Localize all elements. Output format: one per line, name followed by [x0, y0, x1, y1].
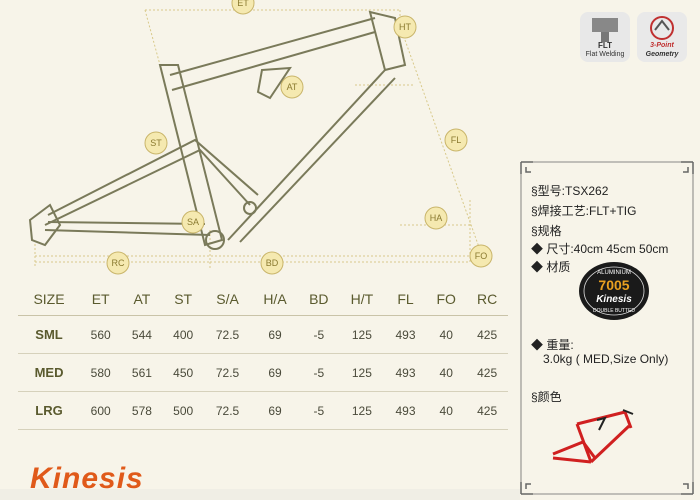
flt-badge-sub: Flat Welding	[585, 51, 625, 58]
table-cell: 500	[162, 391, 204, 430]
table-cell: SML	[18, 315, 81, 354]
table-cell: 125	[338, 353, 385, 392]
label-at: AT	[287, 82, 298, 92]
spec-model: §型号:TSX262	[531, 184, 609, 198]
table-cell: 425	[466, 353, 508, 392]
spec-weld: §焊接工艺:FLT+TIG	[531, 204, 637, 218]
table-cell: MED	[18, 353, 81, 392]
seal-brand: Kinesis	[596, 294, 632, 305]
table-header: ET	[80, 283, 122, 316]
label-rc: RC	[112, 258, 125, 268]
table-cell: 72.5	[203, 315, 252, 354]
label-ha: HA	[430, 213, 443, 223]
table-cell: 125	[338, 391, 385, 430]
table-cell: 40	[426, 353, 467, 392]
table-cell: 600	[80, 391, 122, 430]
table-cell: 561	[121, 353, 163, 392]
seal-number: 7005	[598, 277, 629, 293]
table-cell: 493	[384, 391, 427, 430]
flt-badge-title: FLT	[597, 41, 613, 50]
label-fl: FL	[451, 135, 462, 145]
table-cell: 425	[466, 315, 508, 354]
seal-top-text: ALUMINIUM	[597, 270, 631, 276]
geometry-badge-sub1: 3-Point	[650, 42, 674, 49]
table-cell: 493	[384, 315, 427, 354]
table-cell: -5	[298, 315, 339, 354]
table-row: MED 580 561 450 72.5 69 -5 125 493 40 42…	[18, 353, 508, 392]
label-bd: BD	[266, 258, 279, 268]
table-header: RC	[466, 283, 508, 316]
table-cell: 560	[80, 315, 122, 354]
table-cell: 125	[338, 315, 385, 354]
aluminium-7005-seal: ALUMINIUM 7005 Kinesis DOUBLE BUTTED	[579, 262, 649, 320]
table-row: SML 560 544 400 72.5 69 -5 125 493 40 42…	[18, 315, 508, 354]
geometry-table: SIZE ET AT ST S/A H/A BD H/T FL FO RC SM…	[18, 283, 508, 430]
table-cell: 493	[384, 353, 427, 392]
table-header-row: SIZE ET AT ST S/A H/A BD H/T FL FO RC	[18, 283, 508, 316]
table-cell: -5	[298, 391, 339, 430]
table-header: FO	[426, 283, 467, 316]
spec-sizes: ◆ 尺寸:40cm 45cm 50cm	[531, 242, 669, 256]
table-cell: 400	[162, 315, 204, 354]
table-cell: 578	[121, 391, 163, 430]
label-sa: SA	[187, 217, 199, 227]
table-header: H/A	[251, 283, 299, 316]
seal-bottom-text: DOUBLE BUTTED	[593, 308, 635, 314]
spec-material: ◆ 材质	[531, 260, 571, 274]
table-cell: 72.5	[203, 353, 252, 392]
table-header: ST	[162, 283, 204, 316]
table-header: FL	[384, 283, 427, 316]
flt-weld-icon	[592, 18, 618, 42]
table-cell: 425	[466, 391, 508, 430]
table-header: H/T	[338, 283, 385, 316]
table-cell: 580	[80, 353, 122, 392]
table-cell: 69	[251, 315, 299, 354]
table-cell: -5	[298, 353, 339, 392]
table-cell: 544	[121, 315, 163, 354]
table-cell: 40	[426, 391, 467, 430]
table-header: SIZE	[18, 283, 81, 316]
spec-weight-value: 3.0kg ( MED,Size Only)	[543, 352, 669, 366]
table-cell: 450	[162, 353, 204, 392]
spec-weight-label: ◆ 重量:	[531, 338, 574, 352]
spec-color: §颜色	[531, 390, 562, 404]
table-cell: 72.5	[203, 391, 252, 430]
table-header: AT	[121, 283, 163, 316]
label-ht: HT	[399, 22, 411, 32]
label-fo: FO	[475, 251, 488, 261]
ornamental-border	[520, 161, 694, 495]
geometry-badge-sub2: Geometry	[645, 51, 679, 58]
table-cell: LRG	[18, 391, 81, 430]
table-cell: 69	[251, 353, 299, 392]
geometry-badge: 3-Point Geometry	[637, 12, 687, 62]
spec-heading: §规格	[531, 224, 562, 238]
table-cell: 40	[426, 315, 467, 354]
table-header: S/A	[203, 283, 252, 316]
geometry-icon	[650, 16, 674, 40]
label-et: ET	[237, 0, 249, 8]
label-st: ST	[150, 138, 162, 148]
spec-panel: §型号:TSX262 §焊接工艺:FLT+TIG §规格 ◆ 尺寸:40cm 4…	[517, 158, 697, 498]
table-row: LRG 600 578 500 72.5 69 -5 125 493 40 42…	[18, 391, 508, 430]
frame-geometry-diagram: ET HT AT ST FL SA HA RC BD FO	[28, 0, 493, 275]
flt-badge: FLT Flat Welding	[580, 12, 630, 62]
table-header: BD	[298, 283, 339, 316]
frame-color-thumbnail	[552, 409, 634, 464]
table-cell: 69	[251, 391, 299, 430]
footer-bar	[0, 489, 520, 500]
